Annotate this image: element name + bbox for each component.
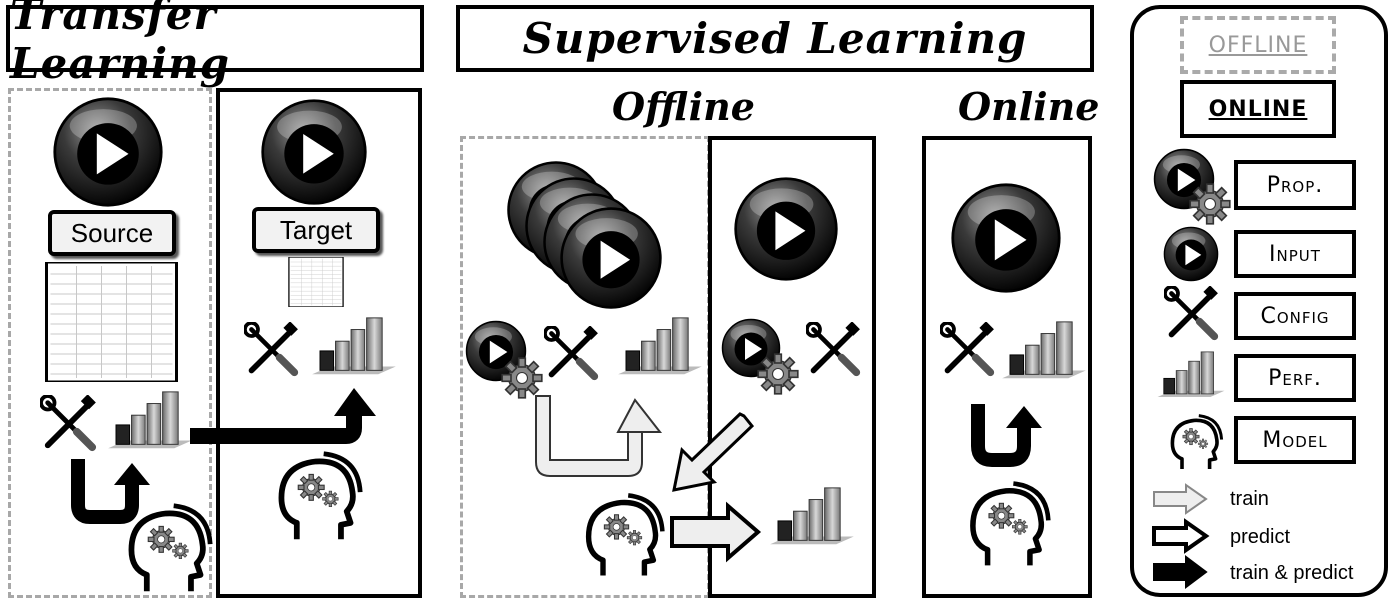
- transfer-title: Transfer Learning: [10, 0, 230, 88]
- online-panel: [922, 136, 1092, 598]
- offline-tools-icon: [544, 326, 600, 382]
- target-table: [287, 257, 345, 307]
- legend-config-box: Config: [1234, 292, 1356, 340]
- legend-input-box: Input: [1234, 230, 1356, 278]
- legend-panel: [1130, 5, 1388, 597]
- source-panel: [8, 88, 212, 598]
- source-label: Source: [48, 210, 176, 256]
- offline-new-play-icon: [734, 177, 838, 281]
- legend-predict-text: predict: [1230, 526, 1291, 548]
- offline-model-icon: [576, 490, 666, 580]
- target-bars-icon: [311, 317, 397, 375]
- transfer-arrow: [190, 388, 376, 444]
- online-tools-icon: [940, 322, 996, 378]
- legend-model-box: Model: [1234, 416, 1356, 464]
- online-title: Online: [958, 84, 1100, 129]
- legend-train-predict-arrow: [1153, 555, 1208, 589]
- offline-new-tools-icon: [806, 322, 862, 378]
- legend-online-box: ONLINE: [1180, 80, 1336, 138]
- legend-predict-arrow: [1152, 518, 1210, 554]
- legend-input-icon: [1163, 226, 1219, 282]
- offline-predict-panel: [708, 136, 876, 598]
- transfer-title-box: Transfer Learning: [6, 0, 424, 88]
- target-play-icon: [261, 99, 367, 205]
- source-table: [45, 262, 178, 382]
- offline-train-arrow: [535, 395, 663, 477]
- source-train-arrow: [71, 459, 150, 524]
- supervised-title-box: Supervised Learning: [456, 5, 1094, 72]
- legend-prop-gear-icon: [1189, 183, 1231, 225]
- online-model-icon: [960, 478, 1052, 570]
- source-bars-icon: [107, 391, 193, 449]
- legend-train-arrow: [1153, 483, 1208, 515]
- target-tools-icon: [244, 322, 300, 378]
- source-play-icon: [53, 97, 163, 207]
- legend-perf-icon: [1157, 351, 1225, 398]
- offline-title: Offline: [612, 84, 755, 129]
- source-tools-icon: [40, 395, 98, 453]
- legend-model-icon: [1164, 412, 1224, 472]
- offline-predicted-bars-icon: [769, 487, 855, 545]
- target-panel: [216, 88, 422, 598]
- source-model-icon: [118, 500, 214, 596]
- target-model-icon: [268, 448, 364, 544]
- legend-offline-box: OFFLINE: [1180, 16, 1336, 74]
- legend-config-icon: [1164, 286, 1220, 342]
- legend-train-predict-text: train & predict: [1230, 562, 1354, 584]
- online-bars-icon: [1001, 321, 1087, 379]
- supervised-title: Supervised Learning: [522, 14, 1028, 63]
- offline-predict-arrow: [670, 501, 762, 563]
- legend-prop-box: Prop.: [1234, 160, 1356, 210]
- offline-new-prop-gear-icon: [757, 353, 799, 395]
- online-play-icon: [951, 183, 1061, 293]
- offline-bars-icon: [617, 317, 703, 375]
- legend-train-text: train: [1230, 488, 1269, 510]
- legend-perf-box: Perf.: [1234, 354, 1356, 402]
- target-label: Target: [252, 207, 380, 253]
- online-train-predict-arrow: [971, 404, 1042, 467]
- offline-diagonal-arrow: [672, 412, 755, 492]
- offline-play-stack-4: [560, 207, 662, 309]
